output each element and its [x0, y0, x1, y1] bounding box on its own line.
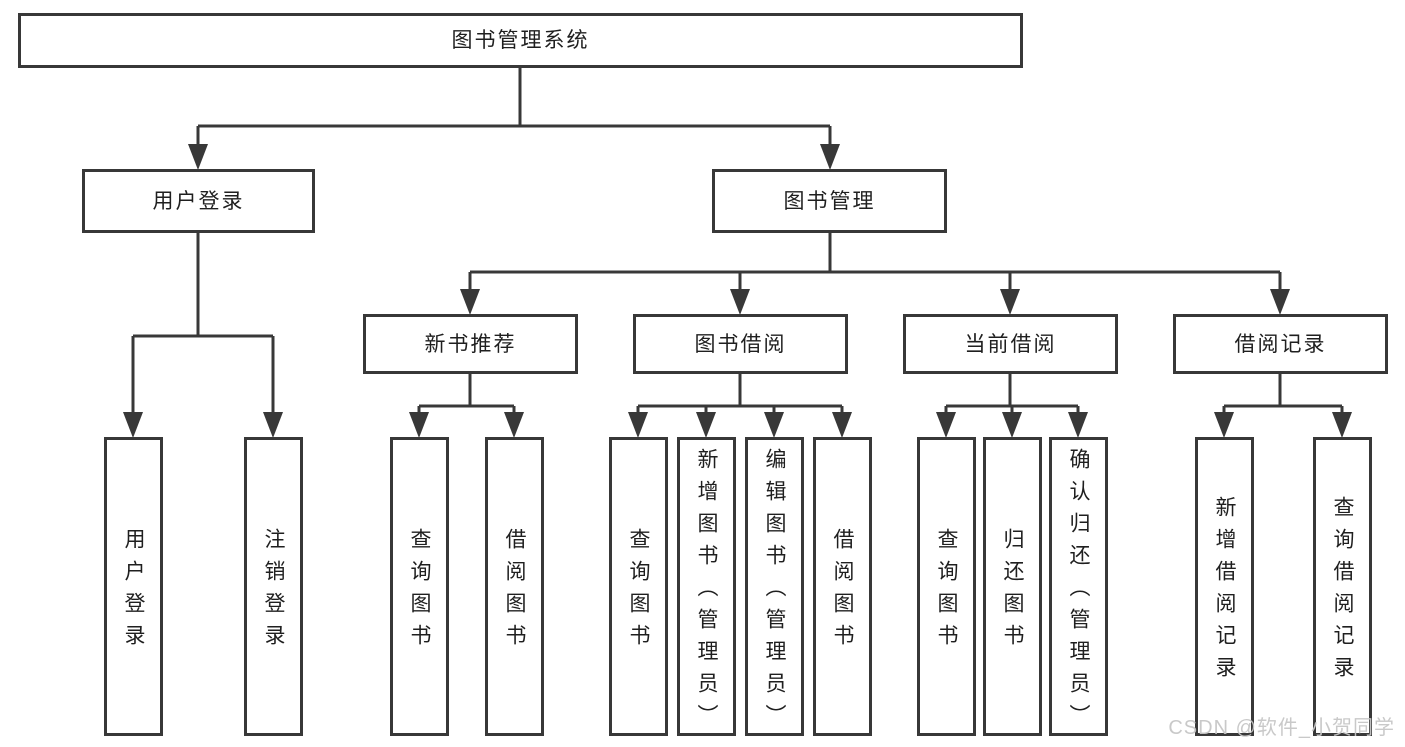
- leaf-label: 借阅图书: [503, 528, 526, 656]
- leaf-label: 用户登录: [122, 528, 145, 656]
- arrow-down-icon: [628, 412, 648, 438]
- node-book-borrowing: 图书借阅: [633, 314, 848, 374]
- leaf-return-books: 归还图书: [983, 437, 1042, 736]
- leaf-logout-login: 注销登录: [244, 437, 303, 736]
- leaf-add-books-admin: 新增图书（管理员）: [677, 437, 736, 736]
- leaf-query-borrow-record: 查询借阅记录: [1313, 437, 1372, 736]
- leaf-label: 注销登录: [262, 528, 285, 656]
- arrow-down-icon: [1270, 289, 1290, 315]
- leaf-label: 查询图书: [935, 528, 958, 656]
- arrow-down-icon: [460, 289, 480, 315]
- arrow-down-icon: [1214, 412, 1234, 438]
- node-label: 新书推荐: [424, 332, 517, 356]
- leaf-confirm-return-admin: 确认归还（管理员）: [1049, 437, 1108, 736]
- node-label: 用户登录: [152, 189, 245, 213]
- leaf-label: 借阅图书: [831, 528, 854, 656]
- node-label: 图书借阅: [694, 332, 787, 356]
- arrow-down-icon: [696, 412, 716, 438]
- leaf-add-borrow-record: 新增借阅记录: [1195, 437, 1254, 736]
- node-label: 借阅记录: [1234, 332, 1327, 356]
- arrow-down-icon: [936, 412, 956, 438]
- leaf-label: 编辑图书（管理员）: [763, 448, 786, 736]
- leaf-label: 查询图书: [627, 528, 650, 656]
- leaf-label: 查询图书: [408, 528, 431, 656]
- arrow-down-icon: [504, 412, 524, 438]
- leaf-label: 确认归还（管理员）: [1067, 448, 1090, 736]
- node-borrowing-records: 借阅记录: [1173, 314, 1388, 374]
- arrow-down-icon: [764, 412, 784, 438]
- arrow-down-icon: [820, 144, 840, 170]
- node-book-management: 图书管理: [712, 169, 947, 233]
- node-label: 当前借阅: [964, 332, 1057, 356]
- arrow-down-icon: [1068, 412, 1088, 438]
- leaf-borrow-books-borrowing: 借阅图书: [813, 437, 872, 736]
- arrow-heads: [123, 144, 1352, 438]
- arrow-down-icon: [730, 289, 750, 315]
- node-label: 图书管理系统: [451, 29, 590, 52]
- arrow-down-icon: [123, 412, 143, 438]
- watermark: CSDN @软件_小贺同学: [1168, 717, 1395, 739]
- leaf-label: 新增借阅记录: [1213, 496, 1236, 688]
- arrow-down-icon: [263, 412, 283, 438]
- leaf-label: 归还图书: [1001, 528, 1024, 656]
- node-label: 图书管理: [783, 189, 876, 213]
- arrow-down-icon: [188, 144, 208, 170]
- node-library-management-system: 图书管理系统: [18, 13, 1023, 68]
- arrow-down-icon: [832, 412, 852, 438]
- arrow-down-icon: [1000, 289, 1020, 315]
- arrow-down-icon: [409, 412, 429, 438]
- arrow-down-icon: [1332, 412, 1352, 438]
- leaf-edit-books-admin: 编辑图书（管理员）: [745, 437, 804, 736]
- leaf-query-books-borrowing: 查询图书: [609, 437, 668, 736]
- leaf-borrow-books-recommend: 借阅图书: [485, 437, 544, 736]
- leaf-user-login: 用户登录: [104, 437, 163, 736]
- node-user-login: 用户登录: [82, 169, 315, 233]
- leaf-query-books-recommend: 查询图书: [390, 437, 449, 736]
- connector-lines: [131, 68, 1344, 416]
- node-current-borrowing: 当前借阅: [903, 314, 1118, 374]
- leaf-query-books-current: 查询图书: [917, 437, 976, 736]
- node-new-book-recommend: 新书推荐: [363, 314, 578, 374]
- leaf-label: 新增图书（管理员）: [695, 448, 718, 736]
- arrow-down-icon: [1002, 412, 1022, 438]
- leaf-label: 查询借阅记录: [1331, 496, 1354, 688]
